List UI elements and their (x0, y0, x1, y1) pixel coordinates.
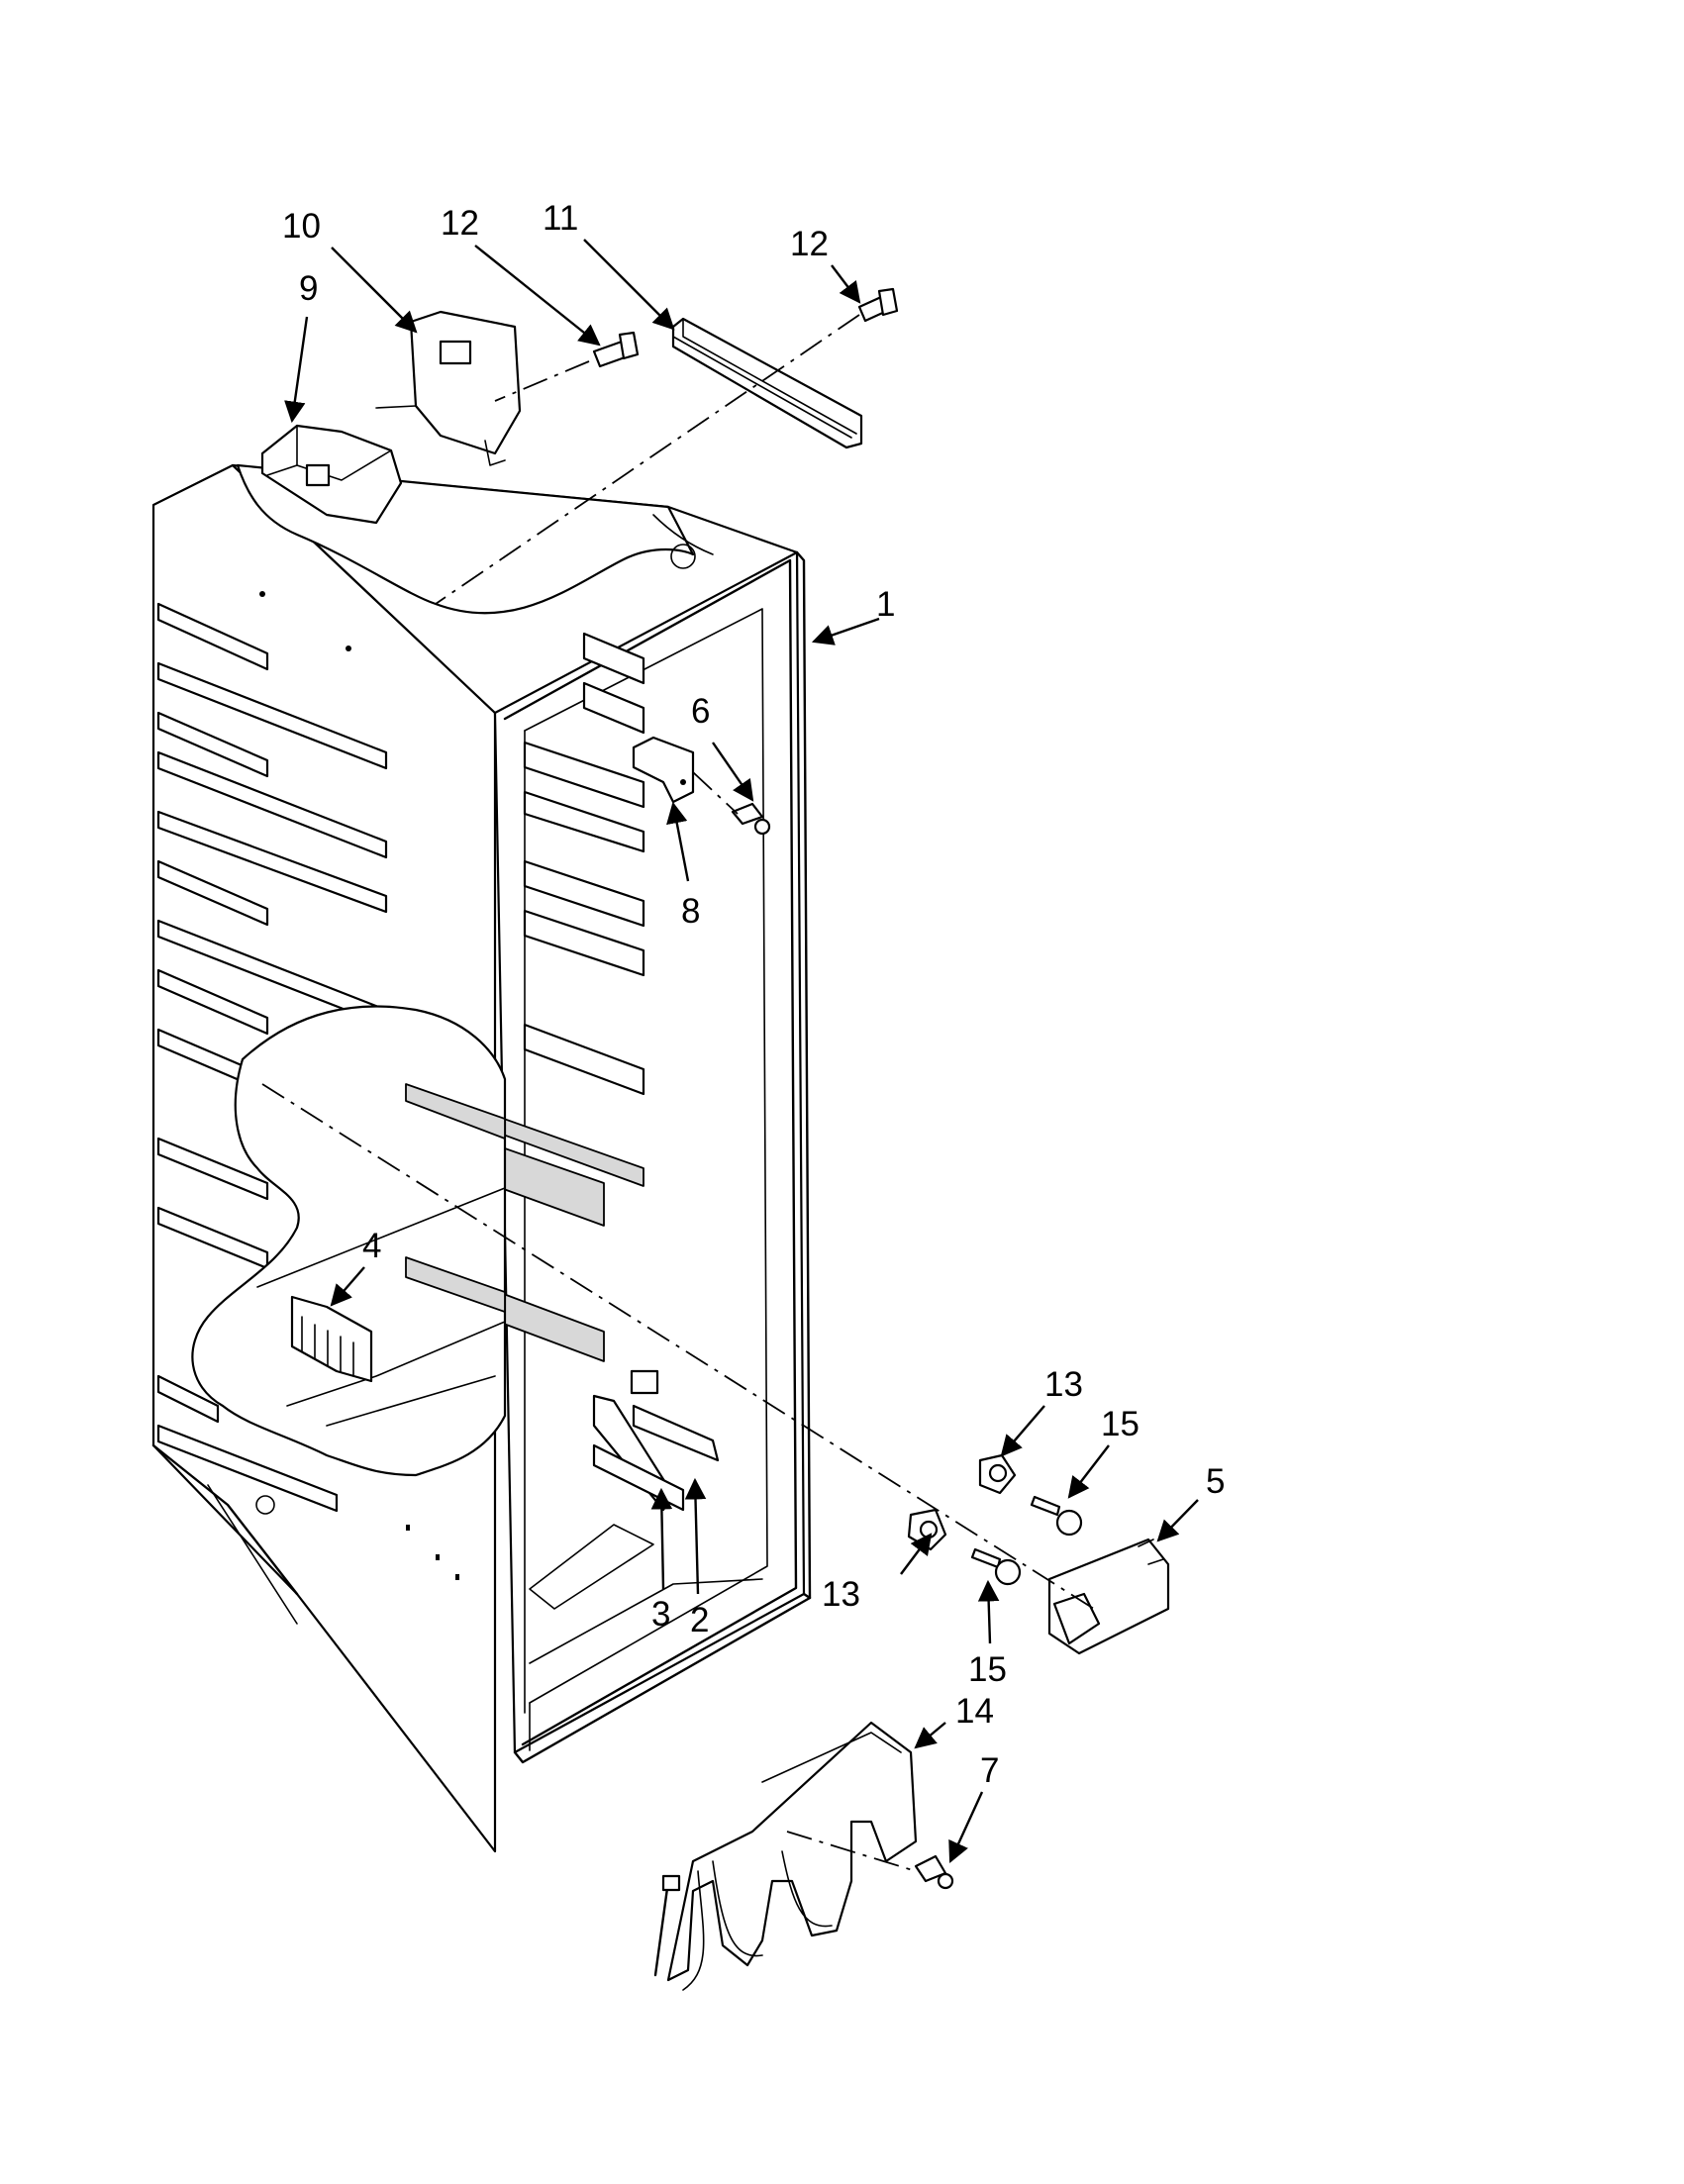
callout-9: 9 (299, 269, 318, 308)
part-6-screw (731, 802, 771, 836)
callout-14: 14 (955, 1692, 994, 1731)
callout-3: 3 (651, 1595, 670, 1634)
callout-arrows (284, 239, 1199, 1863)
callout-4: 4 (362, 1227, 381, 1265)
part-12-screw-left (592, 331, 640, 368)
part-10-bracket (375, 310, 522, 466)
part-13-socket-upper (978, 1453, 1017, 1495)
callout-15a: 15 (1101, 1405, 1139, 1443)
callout-6: 6 (691, 692, 710, 731)
part-14-heater (653, 1721, 918, 1991)
callout-10: 10 (282, 207, 321, 246)
part-15-bulb-upper (1030, 1495, 1083, 1537)
part-4-vent-grille (290, 1295, 373, 1383)
callout-8: 8 (681, 892, 700, 931)
callout-13a: 13 (1044, 1365, 1083, 1404)
callout-11: 11 (543, 199, 578, 238)
left-shelf-rails (156, 602, 388, 1513)
part-5-light-housing (1047, 1538, 1170, 1655)
refrigerator-liner (151, 463, 812, 1853)
part-9-control-housing (260, 424, 403, 525)
callout-2: 2 (690, 1601, 709, 1639)
callout-13b: 13 (822, 1575, 860, 1614)
part-13-socket-lower (907, 1508, 947, 1551)
part-11-rail (671, 317, 863, 449)
alignment-lines (261, 314, 1095, 1872)
callout-7: 7 (980, 1751, 999, 1790)
part-8-bracket (632, 736, 695, 804)
part-12-screw-right (857, 287, 899, 323)
part-15-bulb-lower (970, 1547, 1022, 1586)
callout-15b: 15 (968, 1650, 1007, 1689)
callout-5: 5 (1206, 1462, 1225, 1501)
callout-12a: 12 (441, 204, 479, 243)
callout-1: 1 (876, 585, 895, 624)
callout-12b: 12 (790, 225, 829, 263)
part-7-screw (914, 1854, 954, 1890)
callout-labels: 1 2 3 4 5 6 7 8 9 10 11 12 12 13 13 14 1… (282, 199, 1225, 1790)
